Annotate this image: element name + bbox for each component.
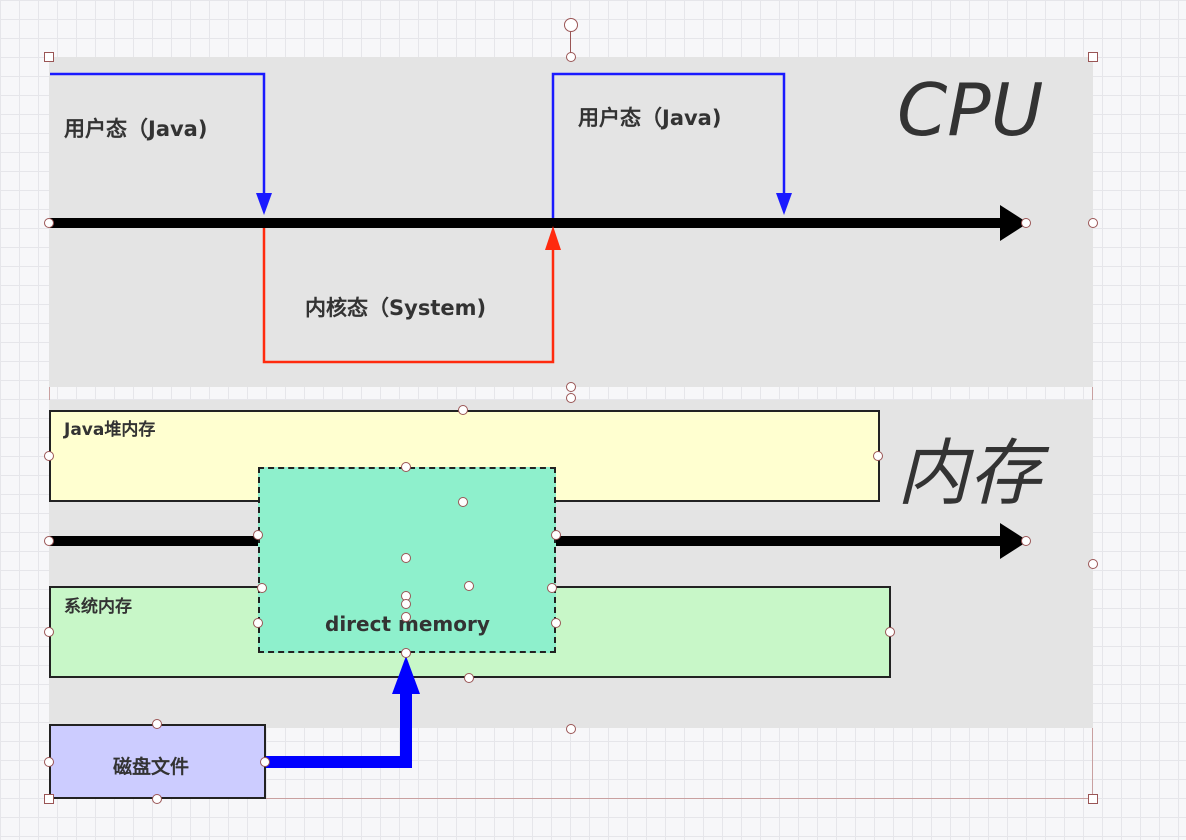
resize-handle-ne[interactable]	[1088, 52, 1098, 62]
connection-point[interactable]	[566, 393, 576, 403]
connection-point[interactable]	[458, 497, 468, 507]
connection-point[interactable]	[464, 673, 474, 683]
connection-point[interactable]	[44, 536, 54, 546]
kernel-mode-arrow	[545, 226, 561, 250]
connection-point[interactable]	[464, 581, 474, 591]
connection-point[interactable]	[253, 618, 263, 628]
memory-title: 内存	[897, 431, 1042, 515]
user-mode-label-2: 用户态（Java)	[578, 106, 722, 130]
connection-point[interactable]	[401, 553, 411, 563]
kernel-mode-label: 内核态（System)	[305, 296, 487, 320]
connection-point[interactable]	[1021, 218, 1031, 228]
connection-point[interactable]	[401, 599, 411, 609]
rotate-handle-stem	[570, 31, 571, 55]
resize-handle-n[interactable]	[566, 52, 576, 62]
java-heap-label: Java堆内存	[64, 420, 156, 440]
user-mode-arrow-1	[256, 193, 272, 215]
user-mode-line-2	[551, 72, 786, 218]
connection-point[interactable]	[44, 627, 54, 637]
connection-point[interactable]	[566, 724, 576, 734]
cpu-timeline-arrowhead	[1000, 205, 1028, 241]
memory-timeline-arrowhead	[1000, 523, 1028, 559]
resize-handle-se[interactable]	[1088, 794, 1098, 804]
connection-point[interactable]	[260, 757, 270, 767]
connection-point[interactable]	[551, 530, 561, 540]
connection-point[interactable]	[257, 583, 267, 593]
connection-point[interactable]	[44, 451, 54, 461]
connection-point[interactable]	[566, 382, 576, 392]
kernel-mode-line	[262, 228, 555, 364]
connection-point[interactable]	[1021, 536, 1031, 546]
connection-point[interactable]	[152, 719, 162, 729]
resize-handle-e[interactable]	[1088, 559, 1098, 569]
connection-point[interactable]	[873, 451, 883, 461]
disk-file-label: 磁盘文件	[113, 756, 190, 778]
system-memory-label: 系统内存	[64, 597, 132, 617]
user-mode-line-1	[50, 72, 266, 198]
connection-point[interactable]	[885, 627, 895, 637]
connection-point[interactable]	[152, 794, 162, 804]
resize-handle-sw[interactable]	[44, 794, 54, 804]
resize-handle-nw[interactable]	[44, 52, 54, 62]
connection-point[interactable]	[458, 405, 468, 415]
user-mode-arrow-2	[776, 193, 792, 215]
connection-point[interactable]	[547, 583, 557, 593]
connection-point[interactable]	[401, 612, 411, 622]
connection-point[interactable]	[401, 462, 411, 472]
connection-point[interactable]	[551, 618, 561, 628]
resize-handle-e[interactable]	[1088, 218, 1098, 228]
connection-point[interactable]	[44, 218, 54, 228]
connection-point[interactable]	[44, 757, 54, 767]
cpu-title: CPU	[897, 68, 1044, 152]
user-mode-label-1: 用户态（Java)	[64, 117, 208, 141]
connection-point[interactable]	[253, 530, 263, 540]
connection-point[interactable]	[401, 648, 411, 658]
rotate-handle[interactable]	[564, 18, 578, 32]
